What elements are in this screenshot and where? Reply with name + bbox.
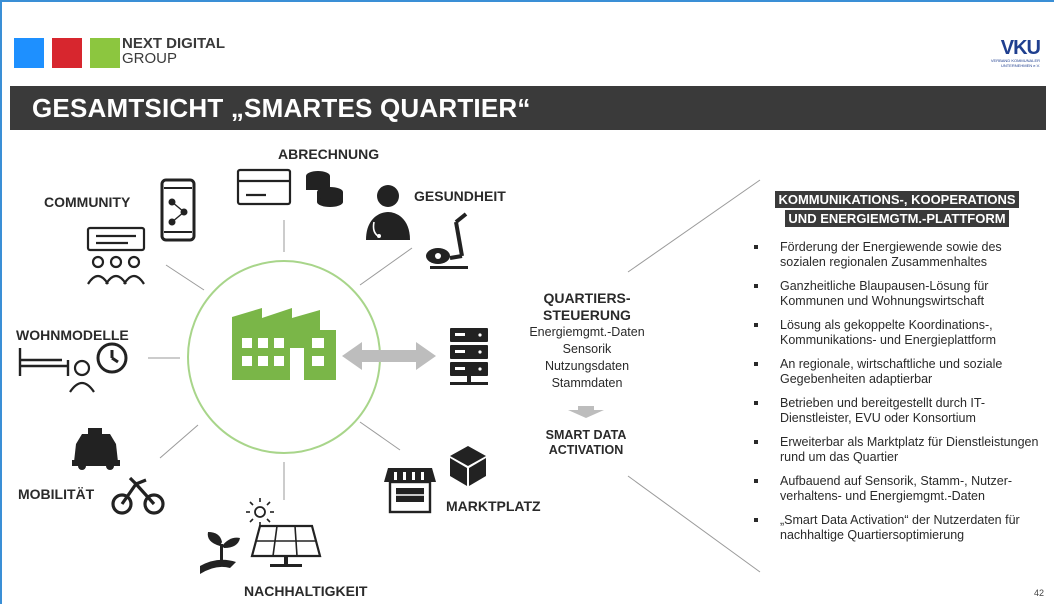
building-icon bbox=[232, 308, 336, 380]
down-arrow-icon bbox=[568, 406, 604, 418]
exercise-bike-icon bbox=[426, 212, 468, 269]
platform-heading: KOMMUNIKATIONS-, KOOPERATIONS UND ENERGI… bbox=[762, 190, 1032, 228]
double-arrow-icon bbox=[342, 342, 436, 370]
partner-logo-sub: VERBAND KOMMUNALER UNTERNEHMEN e.V. bbox=[990, 58, 1040, 68]
platform-bullet-list: Förderung der Energiewende sowie des soz… bbox=[752, 240, 1042, 552]
bed-icon bbox=[18, 348, 70, 376]
label-abrechnung: ABRECHNUNG bbox=[278, 146, 380, 162]
list-item: Ganzheitliche Blaupausen-Lösung für Komm… bbox=[752, 279, 1042, 309]
plant-hand-icon bbox=[200, 532, 240, 574]
list-item: Förderung der Energiewende sowie des soz… bbox=[752, 240, 1042, 270]
red-square bbox=[52, 38, 82, 68]
quartier-item: Sensorik bbox=[562, 342, 612, 356]
taxi-icon bbox=[72, 428, 120, 470]
title-bar: GESAMTSICHT „SMARTES QUARTIER“ bbox=[10, 86, 1046, 130]
list-item: Aufbauend auf Sensorik, Stamm-, Nutzer-v… bbox=[752, 474, 1042, 504]
doctor-icon bbox=[366, 185, 410, 240]
blue-square bbox=[14, 38, 44, 68]
quartier-item: Nutzungsdaten bbox=[544, 359, 630, 373]
list-item: Erweiterbar als Marktplatz für Dienstlei… bbox=[752, 435, 1042, 465]
bank-card-icon bbox=[236, 168, 292, 206]
platform-heading-line1: KOMMUNIKATIONS-, KOOPERATIONS bbox=[775, 191, 1019, 208]
server-icon bbox=[450, 328, 488, 385]
package-icon bbox=[450, 446, 486, 486]
solar-panel-icon bbox=[246, 498, 322, 567]
page-number: 42 bbox=[1033, 588, 1044, 598]
company-logo: NEXT DIGITAL GROUP bbox=[122, 36, 225, 66]
senior-icon bbox=[69, 359, 95, 393]
brand-squares bbox=[14, 38, 120, 68]
label-marktplatz: MARKTPLATZ bbox=[446, 498, 541, 514]
list-item: „Smart Data Activation“ der Nutzerdaten … bbox=[752, 513, 1042, 543]
quartier-item: Energiemgmt.-Daten bbox=[529, 325, 645, 339]
list-item: Lösung als gekoppelte Koordinations-, Ko… bbox=[752, 318, 1042, 348]
quartier-heading: QUARTIERS- STEUERUNG bbox=[543, 290, 631, 323]
list-item: An regionale, wirtschaftliche und sozial… bbox=[752, 357, 1042, 387]
smartphone-network-icon bbox=[160, 178, 196, 242]
label-community: COMMUNITY bbox=[44, 194, 131, 210]
page-title: GESAMTSICHT „SMARTES QUARTIER“ bbox=[32, 92, 531, 123]
coins-icon bbox=[306, 171, 343, 207]
green-square bbox=[90, 38, 120, 68]
label-gesundheit: GESUNDHEIT bbox=[414, 188, 506, 204]
shop-icon bbox=[384, 468, 436, 514]
label-mobilitaet: MOBILITÄT bbox=[18, 486, 95, 502]
group-chat-icon bbox=[86, 226, 146, 285]
list-item: Betrieben und bereitgestellt durch IT-Di… bbox=[752, 396, 1042, 426]
clock-icon bbox=[96, 342, 128, 374]
bicycle-icon bbox=[111, 476, 165, 515]
quartier-item: Stammdaten bbox=[551, 376, 623, 390]
label-nachhaltigkeit: NACHHALTIGKEIT bbox=[244, 583, 368, 599]
smart-data-activation: SMART DATA ACTIVATION bbox=[545, 428, 627, 457]
platform-heading-line2: UND ENERGIEMGTM.-PLATTFORM bbox=[785, 210, 1009, 227]
partner-logo: VKU VERBAND KOMMUNALER UNTERNEHMEN e.V. bbox=[978, 37, 1041, 68]
company-name-regular: GROUP bbox=[122, 50, 178, 67]
company-name-bold: NEXT DIGITAL bbox=[122, 35, 226, 52]
label-wohnmodelle: WOHNMODELLE bbox=[16, 327, 129, 343]
quartier-steuerung-block: QUARTIERS- STEUERUNG Energiemgmt.-Daten … bbox=[512, 290, 662, 392]
partner-logo-mark: VKU bbox=[1000, 37, 1041, 59]
